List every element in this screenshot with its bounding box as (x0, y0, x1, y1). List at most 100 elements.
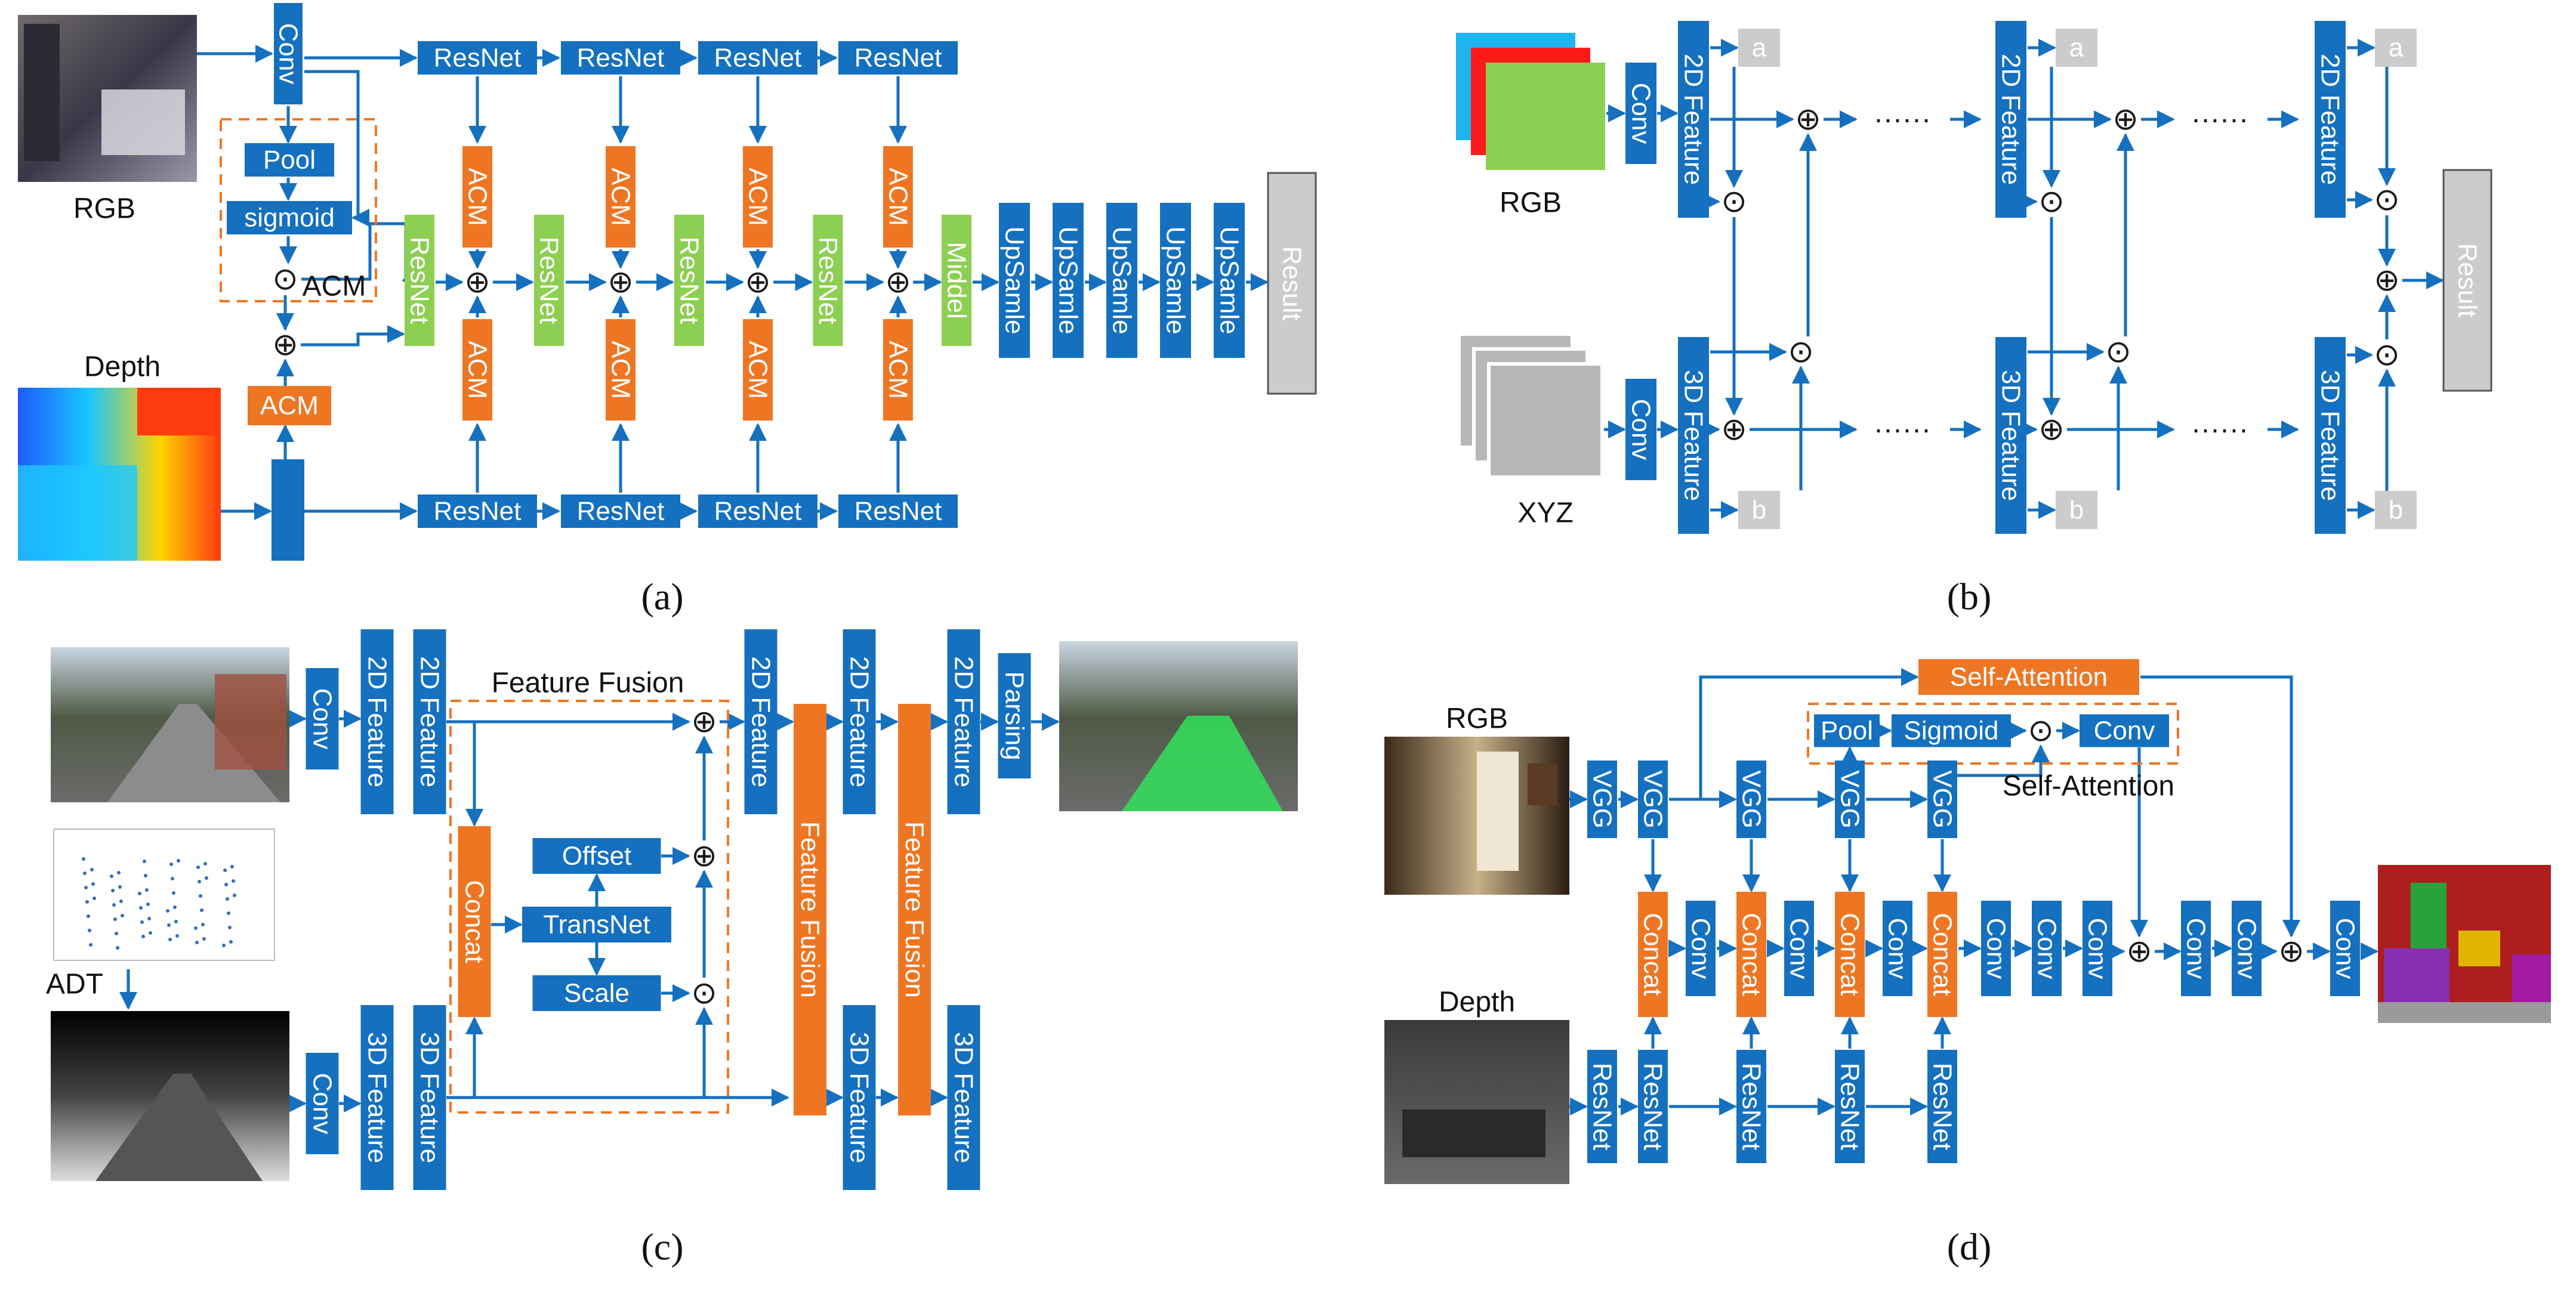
concat-d-4-bg (1927, 892, 1957, 1017)
conv-d-3-label: Conv (1883, 918, 1912, 979)
resnet-bottom-1-label: ResNet (434, 497, 522, 526)
resnet-d-1: ResNet (1587, 1050, 1617, 1163)
upsample-5-bg (1214, 203, 1245, 358)
acm-bottom-4-label: ACM (884, 341, 913, 399)
vgg-4: VGG (1835, 761, 1865, 838)
feat2d-c-3-bg (744, 629, 778, 814)
acm-top-4: ACM (883, 146, 913, 248)
self-attention-top-bg (1918, 659, 2139, 695)
conv-d-sa-bg (2080, 714, 2169, 747)
dashed-groups (220, 118, 2179, 1114)
a-label-b-2: a (2056, 29, 2097, 67)
acm-bottom-2-label: ACM (606, 341, 635, 399)
dot-lower-b-2: ⊙ (2105, 334, 2131, 370)
concat-d-4-label: Concat (1928, 913, 1957, 996)
vgg-3-label: VGG (1737, 770, 1766, 829)
self-attention-top-label: Self-Attention (1950, 663, 2108, 692)
feat2d-c-1-bg (360, 629, 394, 814)
dot-d: ⊙ (2028, 713, 2054, 749)
plus-upper-b-1: ⊕ (1795, 101, 1821, 137)
feat2d-c-5-label: 2D Feature (949, 656, 979, 787)
resnet-d-5-bg (1927, 1050, 1957, 1163)
vgg-5-bg (1927, 761, 1957, 838)
dot-upper-b-2: ⊙ (2038, 184, 2065, 220)
feat3d-c-4: 3D Feature (947, 1005, 980, 1190)
vgg-1-bg (1587, 761, 1617, 838)
pool-a-label: Pool (263, 146, 316, 175)
rgb-label-d: RGB (1446, 703, 1508, 735)
resnet-bottom-4-bg (838, 494, 958, 528)
vgg-5-label: VGG (1928, 770, 1957, 829)
feat2d-b-1-label: 2D Feature (1679, 54, 1708, 185)
upsample-4-label: UpSamle (1161, 227, 1190, 335)
conv-d-sa-label: Conv (2094, 716, 2155, 746)
depth-encoder-bar (272, 459, 304, 561)
feat3d-b-3: 3D Feature (2315, 337, 2346, 534)
conv-c-bottom-label: Conv (308, 1073, 337, 1135)
concat-c: Concat (458, 826, 491, 1017)
upsample-2: UpSamle (1053, 203, 1084, 358)
concat-c-label: Concat (460, 880, 489, 963)
resnet-top-1-bg (418, 41, 537, 75)
rgb-stack-icon (1456, 33, 1605, 170)
a-label-b-2-label: a (2069, 33, 2084, 63)
b-label-b-2-label: b (2069, 496, 2084, 525)
feat2d-c-2-label: 2D Feature (415, 656, 445, 787)
rgb-label-a: RGB (73, 193, 135, 225)
fusion-block-2: Feature Fusion (898, 704, 931, 1115)
dots-upper-b-2: ······ (2191, 104, 2248, 135)
feat2d-c-4: 2D Feature (843, 629, 876, 814)
sigmoid-d: Sigmoid (1892, 714, 2011, 747)
acm-top-1-bg (462, 146, 492, 248)
conv-d-2: Conv (1784, 901, 1814, 996)
conv-c-top-label: Conv (308, 688, 337, 750)
acm-bottom-3-label: ACM (744, 341, 773, 399)
acm-top-4-label: ACM (884, 168, 913, 226)
conv-b-top-label: Conv (1627, 83, 1656, 144)
resnet-d-4-label: ResNet (1835, 1063, 1865, 1151)
resnet-d-2-label: ResNet (1639, 1063, 1668, 1151)
conv-d-9-bg (2330, 901, 2360, 996)
caption-d: (d) (1947, 1226, 1992, 1268)
feat2d-c-3-label: 2D Feature (746, 656, 776, 787)
plus-op-a: ⊕ (272, 327, 298, 363)
fusion-block-1: Feature Fusion (794, 704, 826, 1115)
resnet-top-1: ResNet (418, 41, 537, 75)
fusion-block-1-bg (794, 704, 826, 1115)
conv-c-bottom: Conv (306, 1053, 339, 1154)
conv-d-5-label: Conv (2032, 918, 2062, 979)
feat3d-b-2-bg (1995, 337, 2026, 534)
b-label-b-3-bg (2375, 491, 2417, 529)
a-label-b-1-label: a (1752, 33, 1767, 63)
feat2d-c-2-bg (413, 629, 446, 814)
feature-fusion-title: Feature Fusion (492, 667, 684, 699)
upsample-5-label: UpSamle (1215, 227, 1244, 335)
conv-d-6-label: Conv (2083, 918, 2112, 979)
rgb-label-b: RGB (1500, 187, 1562, 219)
acm-top-3: ACM (743, 146, 773, 248)
b-label-b-3-label: b (2389, 496, 2403, 525)
feat3d-c-2: 3D Feature (413, 1005, 446, 1190)
conv-d-5: Conv (2032, 901, 2062, 996)
plus-final: ⊕ (2374, 262, 2400, 298)
vgg-1: VGG (1587, 761, 1617, 838)
offset-c-bg (532, 838, 661, 874)
vgg-2-bg (1638, 761, 1668, 838)
rgb-bedroom-image (18, 15, 197, 182)
scale-c-bg (532, 975, 661, 1011)
conv-c-top: Conv (306, 668, 339, 769)
acm-top-2-label: ACM (606, 168, 635, 226)
feat3d-b-2: 3D Feature (1995, 337, 2026, 534)
resnet-top-3-bg (698, 41, 817, 75)
pool-a-bg (245, 143, 334, 177)
conv-c-bottom-bg (306, 1053, 339, 1154)
conv-d-6-bg (2083, 901, 2112, 996)
acm-bottom-3: ACM (743, 319, 773, 421)
feat2d-b-2-label: 2D Feature (1997, 54, 2026, 185)
offset-c: Offset (532, 838, 661, 874)
resnet-bottom-2: ResNet (561, 494, 680, 528)
conv-c-top-bg (306, 668, 339, 769)
conv-d-4: Conv (1981, 901, 2011, 996)
concat-d-2: Concat (1736, 892, 1766, 1017)
pool-d-label: Pool (1821, 716, 1873, 746)
